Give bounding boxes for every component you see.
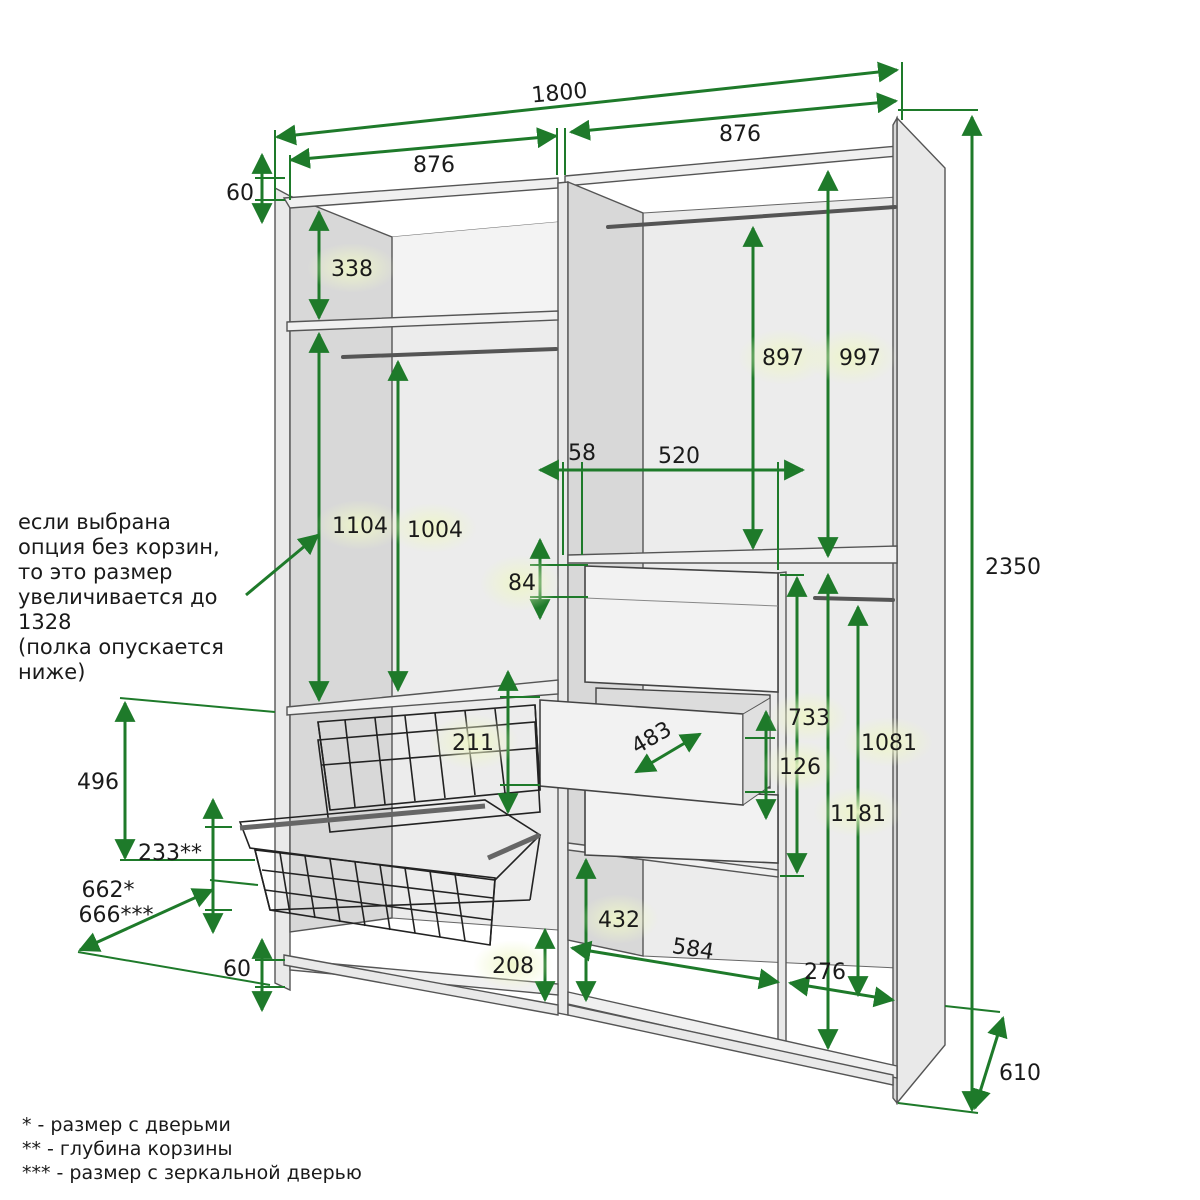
- top-panel-right: [564, 145, 899, 187]
- dim-lower-width: 584: [670, 934, 715, 965]
- rod-right-top: [606, 205, 897, 229]
- dim-depth-with-mirror: 666***: [79, 903, 154, 928]
- dim-shelf-depth: 520: [658, 444, 700, 469]
- dim-basket-gap: 211: [452, 731, 494, 756]
- dim-right-width: 876: [719, 122, 761, 147]
- dim-left-hanging-inner: 1004: [407, 518, 463, 543]
- plinth: [283, 954, 559, 1016]
- dim-left-width: 876: [413, 153, 455, 178]
- dim-side-gap: 58: [568, 441, 596, 466]
- note-line: если выбрана: [18, 510, 171, 534]
- note-line: 1328: [18, 610, 71, 634]
- footnote-basket: ** - глубина корзины: [22, 1138, 233, 1160]
- top-panel-left: [282, 177, 559, 209]
- shelf-left-upper: [286, 310, 559, 332]
- note-block: если выбрана опция без корзин, то это ра…: [18, 510, 224, 684]
- note-line: увеличивается до: [18, 585, 217, 609]
- dim-left-hanging-outer: 1104: [332, 514, 388, 539]
- dim-right-hanging-inner: 1081: [861, 731, 917, 756]
- note-line: ниже): [18, 660, 85, 684]
- dim-right-upper-inner: 897: [762, 346, 804, 371]
- dim-right-hanging-outer: 1181: [830, 802, 886, 827]
- dim-total-width: 1800: [530, 79, 588, 109]
- dim-lower-compartment: 432: [598, 908, 640, 933]
- dim-drawer-height: 126: [779, 755, 821, 780]
- rod-left: [341, 347, 558, 359]
- dim-top-compartment: 338: [331, 257, 373, 282]
- middle-divider: [557, 181, 569, 1016]
- dim-total-height: 2350: [985, 555, 1041, 580]
- dim-drawer-block: 733: [788, 706, 830, 731]
- dim-drawer-top-gap: 84: [508, 571, 536, 596]
- footnote-doors: * - размер с дверьми: [22, 1114, 231, 1136]
- dim-top-offset: 60: [226, 181, 254, 206]
- basket-front[interactable]: [238, 799, 542, 881]
- shelf-left-basket: [286, 679, 559, 716]
- note-line: (полка опускается: [18, 635, 224, 659]
- drawer-top[interactable]: [584, 565, 779, 693]
- dimension-labels: 1800 876 876 60 338 1104 1004 897 997 58…: [77, 79, 1041, 1086]
- dim-basket-zone: 496: [77, 770, 119, 795]
- shelf-right-middle: [567, 545, 898, 564]
- right-side-panel: [896, 116, 946, 1105]
- inner-right-divider: [777, 571, 787, 1049]
- dim-depth-with-doors: 662*: [82, 878, 135, 903]
- left-side-panel: [274, 186, 291, 992]
- dim-basket-depth: 233**: [138, 841, 202, 866]
- dim-total-depth: 610: [999, 1061, 1041, 1086]
- dim-bottom-offset: 60: [223, 957, 251, 982]
- footnotes: * - размер с дверьми ** - глубина корзин…: [22, 1114, 362, 1184]
- dim-narrow-width: 276: [804, 960, 846, 985]
- note-line: опция без корзин,: [18, 535, 220, 559]
- footnote-mirror: *** - размер с зеркальной дверью: [22, 1162, 362, 1184]
- note-line: то это размер: [18, 560, 173, 584]
- dim-plinth-compartment: 208: [492, 954, 534, 979]
- dim-right-upper-outer: 997: [839, 346, 881, 371]
